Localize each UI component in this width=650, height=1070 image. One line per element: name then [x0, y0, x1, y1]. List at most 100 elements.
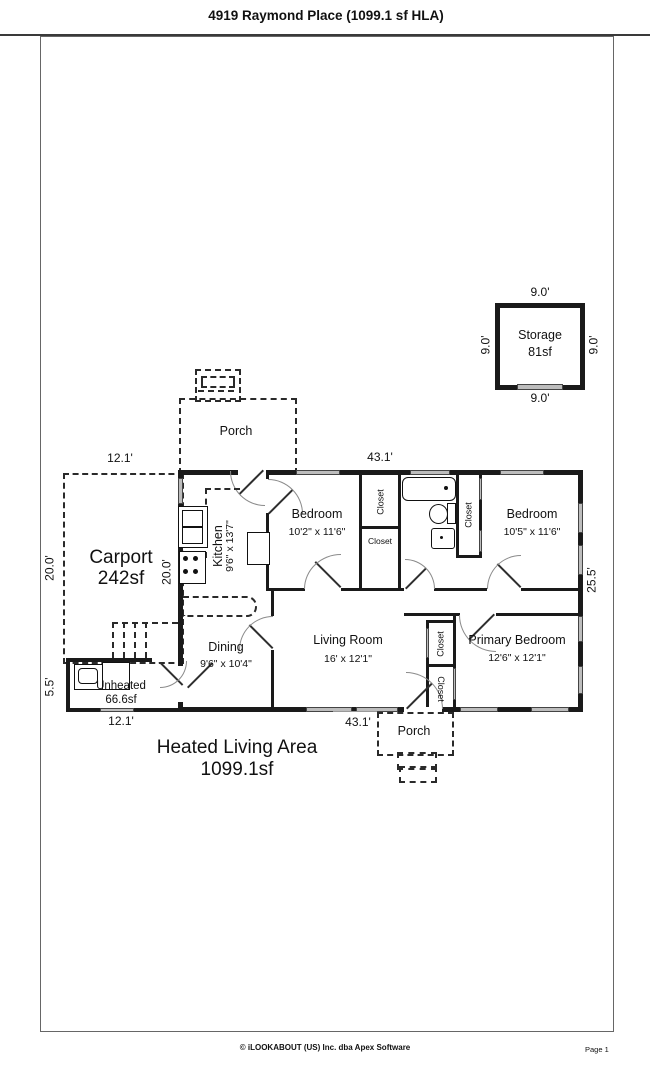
porch-bottom-step [399, 766, 437, 783]
stove-burner [193, 556, 198, 561]
wall-closet [426, 620, 456, 623]
washer-door [78, 668, 98, 684]
window [578, 503, 583, 533]
stove-burner [183, 556, 188, 561]
door-opening [152, 658, 178, 662]
main-dim-right: 25.5' [584, 567, 599, 593]
porch-bottom-label: Porch [397, 724, 431, 738]
room-bedroom2-dims: 10'5" x 11'6" [503, 526, 561, 538]
wall-closet [456, 555, 482, 558]
carport-label: Carport [89, 547, 153, 568]
room-kitchen: Kitchen 9'6" x 13'7" [211, 520, 237, 572]
heated-living-area-line2: 1099.1sf [200, 759, 274, 780]
toilet-tank [447, 503, 456, 524]
window [500, 470, 544, 475]
title-divider [0, 34, 650, 36]
storage-dim-right: 9.0' [586, 335, 601, 355]
kitchen-counter-dash [205, 488, 240, 490]
closet-label: Closet [435, 631, 446, 657]
window [296, 470, 340, 475]
storage-door [517, 384, 563, 390]
window [578, 545, 583, 575]
carport-dim-top: 12.1' [107, 451, 133, 465]
wall-closet [359, 526, 401, 529]
unheated-label: Unheated [96, 680, 146, 692]
bathtub-drain [444, 486, 448, 490]
kitchen-sink-basin [182, 527, 203, 544]
kitchen-counter [247, 532, 270, 565]
wall-hallway [266, 588, 305, 591]
wall-closet [426, 664, 456, 667]
porch-bottom-step [397, 752, 437, 770]
wall-living-primary [453, 613, 456, 712]
window [460, 707, 498, 712]
room-living-dims: 16' x 12'1" [323, 653, 373, 665]
carport-step [112, 622, 114, 658]
carport-area: 242sf [97, 568, 145, 589]
window [356, 707, 398, 712]
door-opening [266, 479, 269, 513]
closet-door [479, 478, 482, 500]
carport-step [123, 622, 125, 658]
wall-main-right [578, 470, 583, 712]
wall-bath-closet [456, 470, 459, 558]
door-opening [404, 707, 442, 712]
wall-kitchen-bedroom [266, 470, 269, 591]
main-dim-top: 43.1' [367, 450, 393, 464]
window [100, 708, 134, 712]
window [306, 707, 352, 712]
footer-copyright: © iLOOKABOUT (US) Inc. dba Apex Software [239, 1043, 411, 1052]
carport-step [134, 622, 136, 658]
storage-label: Storage [518, 328, 562, 342]
stove-burner [193, 569, 198, 574]
porch-top-step [201, 376, 235, 388]
room-bedroom1-name: Bedroom [291, 507, 343, 521]
closet-label: Closet [436, 676, 446, 702]
wall-main-left [178, 470, 183, 712]
wall-hallway [434, 588, 487, 591]
door-opening [178, 666, 183, 702]
room-bedroom1-dims: 10'2" x 11'6" [288, 526, 346, 538]
storage-dim-top: 9.0' [530, 285, 550, 299]
stove-burner [183, 569, 188, 574]
bath-sink [431, 528, 455, 549]
room-dining-dims: 9'6" x 10'4" [200, 658, 252, 670]
porch-bottom-outline [377, 712, 454, 756]
storage-dim-bottom: 9.0' [530, 391, 550, 405]
wall-dining-living [271, 591, 274, 712]
wall-closet [426, 620, 429, 707]
unheated-dim-bottom: 12.1' [108, 714, 134, 728]
storage-area: 81sf [528, 345, 552, 359]
window [178, 478, 183, 504]
wall-primary-top [496, 613, 583, 616]
kitchen-sink-basin [182, 510, 203, 527]
window [578, 666, 583, 694]
main-dim-bottom: 43.1' [345, 715, 371, 729]
carport-dim-right: 20.0' [159, 559, 174, 585]
wall-hallway [404, 613, 460, 616]
dimension-line [333, 711, 377, 712]
room-living-name: Living Room [313, 633, 383, 647]
kitchen-bar-dash [183, 596, 257, 617]
wall-closet-bedroom2 [479, 470, 482, 558]
room-dining-name: Dining [208, 640, 244, 654]
window [578, 616, 583, 642]
closet-door [479, 530, 482, 552]
carport-step [145, 622, 147, 658]
storage-dim-left: 9.0' [478, 335, 493, 355]
dryer [102, 662, 130, 690]
wall-hallway [341, 588, 404, 591]
wall-hallway [521, 588, 583, 591]
porch-top-label: Porch [219, 424, 253, 438]
bath-sink-drain [440, 536, 443, 539]
window [531, 707, 569, 712]
room-kitchen-dims: 9'6" x 13'7" [224, 520, 237, 572]
porch-top-steps [195, 369, 241, 402]
closet-label: Closet [463, 502, 474, 528]
bathtub [402, 477, 456, 501]
wall-unheated-left [66, 658, 70, 712]
toilet-bowl [429, 504, 448, 524]
room-bedroom2-name: Bedroom [506, 507, 558, 521]
carport-dim-left: 20.0' [42, 555, 57, 581]
